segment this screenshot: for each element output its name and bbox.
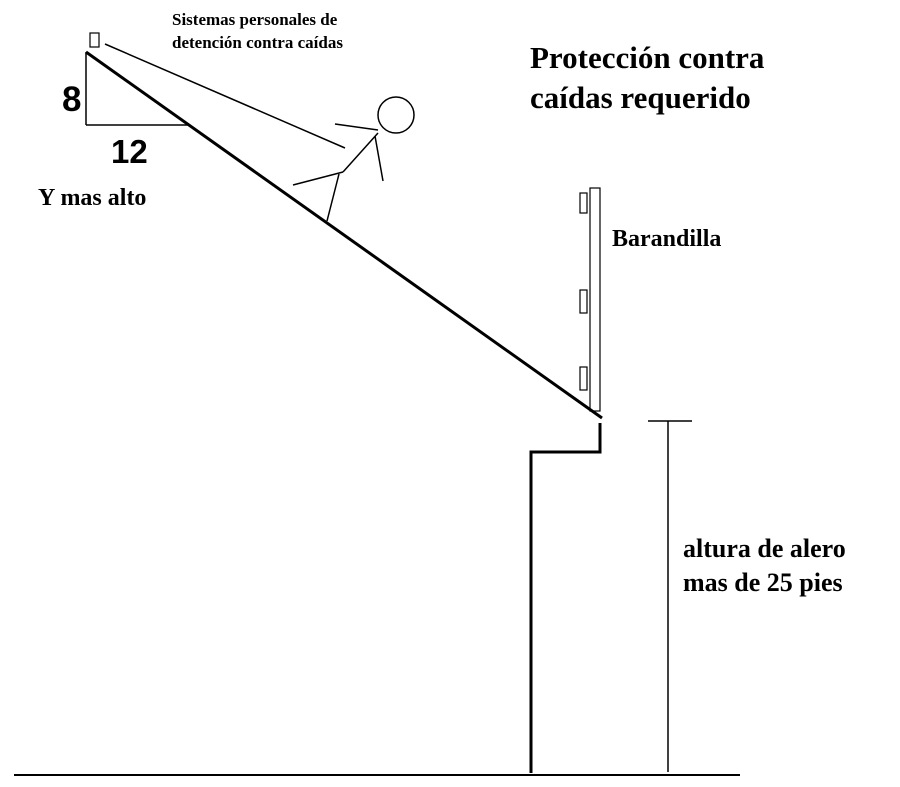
anchor-label-line2: detención contra caídas: [172, 33, 343, 52]
worker-arm-upper: [334, 123, 379, 131]
guardrail-rail-bottom: [579, 366, 588, 391]
building-wall: [529, 423, 602, 773]
eave-height-label-line1: altura de alero: [683, 534, 846, 563]
worker-figure: [292, 96, 415, 222]
worker-leg-lower: [326, 173, 340, 222]
diagram-title-line1: Protección contra: [530, 40, 765, 75]
slope-rise-label: 8: [62, 80, 81, 119]
worker-arm-lower: [374, 135, 384, 182]
guardrail-post: [589, 187, 601, 412]
roof-slope: [85, 50, 603, 420]
anchor-label-line1: Sistemas personales de: [172, 10, 338, 29]
guardrail-rail-middle: [579, 289, 588, 314]
guardrail-label: Barandilla: [612, 226, 721, 252]
worker-leg-upper: [292, 171, 344, 186]
slope-note: Y mas alto: [38, 185, 146, 211]
guardrail-rail-top: [579, 192, 588, 214]
worker-head: [377, 96, 415, 134]
diagram-title-line2: caídas requerido: [530, 80, 751, 115]
eave-height-label-line2: mas de 25 pies: [683, 568, 843, 597]
lifeline: [104, 43, 346, 149]
slope-run-label: 12: [111, 133, 148, 170]
worker-body: [342, 132, 379, 173]
anchor-device: [89, 32, 100, 48]
guardrail: [579, 187, 601, 412]
